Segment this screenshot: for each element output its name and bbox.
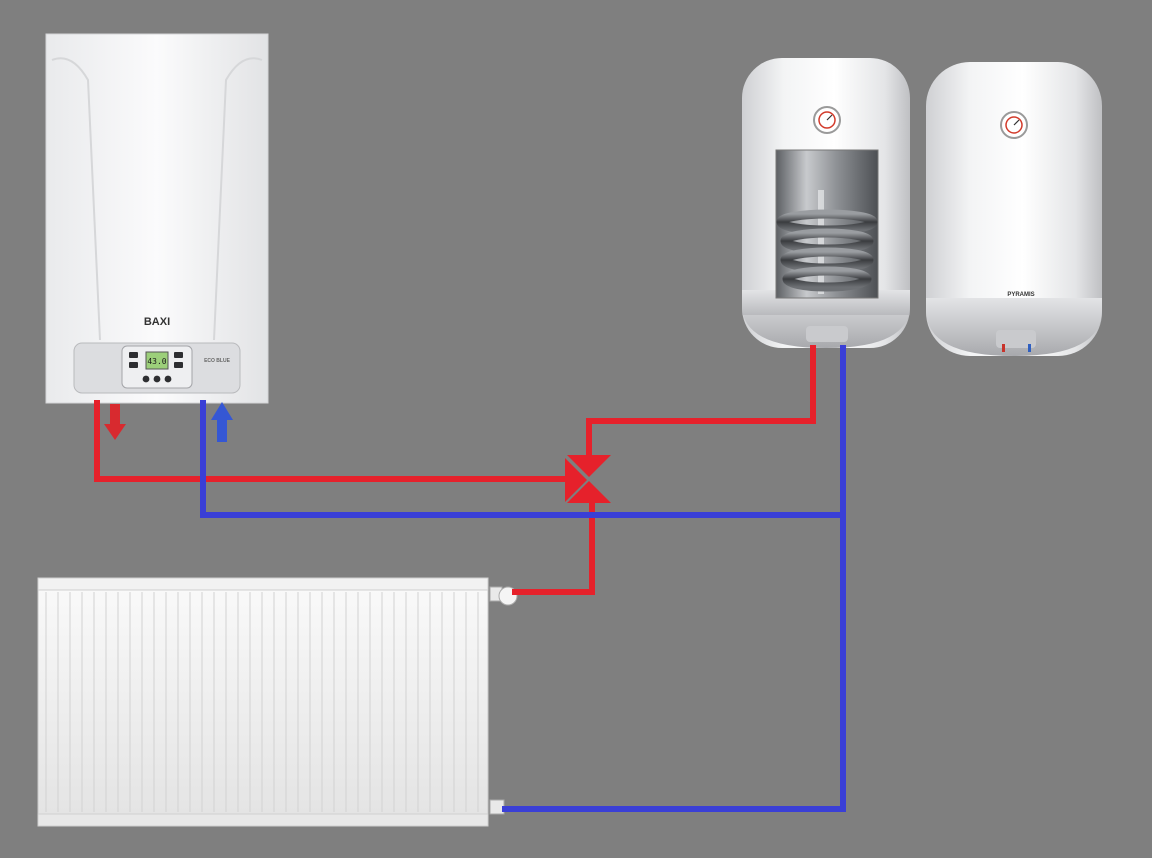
hot-water-pipes: [94, 345, 816, 595]
boiler-buttons: [129, 352, 183, 383]
tank-hot-return-pipe: [586, 345, 816, 455]
thermometer-gauge: [813, 106, 841, 134]
boiler-hot-supply-pipe: [94, 400, 570, 482]
tank-cold-pipe: [502, 345, 846, 812]
boiler-display-value: 43.0: [147, 357, 166, 366]
gas-boiler: BAXI 43.0 ECO BLUE: [45, 33, 269, 404]
boiler-brand: BAXI: [144, 316, 170, 328]
indirect-water-heater: [742, 58, 910, 348]
tank-brand: PYRAMIS: [1007, 292, 1034, 298]
electric-water-heater: PYRAMIS: [926, 62, 1102, 356]
radiator-hot-pipe: [512, 503, 595, 595]
arrow-down-icon: [104, 404, 126, 440]
boiler-cold-return-pipe: [200, 400, 843, 518]
arrow-up-icon: [211, 402, 233, 442]
cold-water-pipes: [200, 345, 846, 812]
boiler-model: ECO BLUE: [204, 358, 231, 364]
panel-radiator: [37, 577, 518, 827]
boiler-lcd: [145, 351, 169, 370]
thermometer-gauge: [1000, 111, 1028, 139]
tank-cutaway-view: [775, 149, 879, 299]
radiator-valve-bottom: [489, 799, 505, 815]
three-way-valve-icon: [565, 455, 611, 503]
heating-coil: [776, 209, 878, 292]
